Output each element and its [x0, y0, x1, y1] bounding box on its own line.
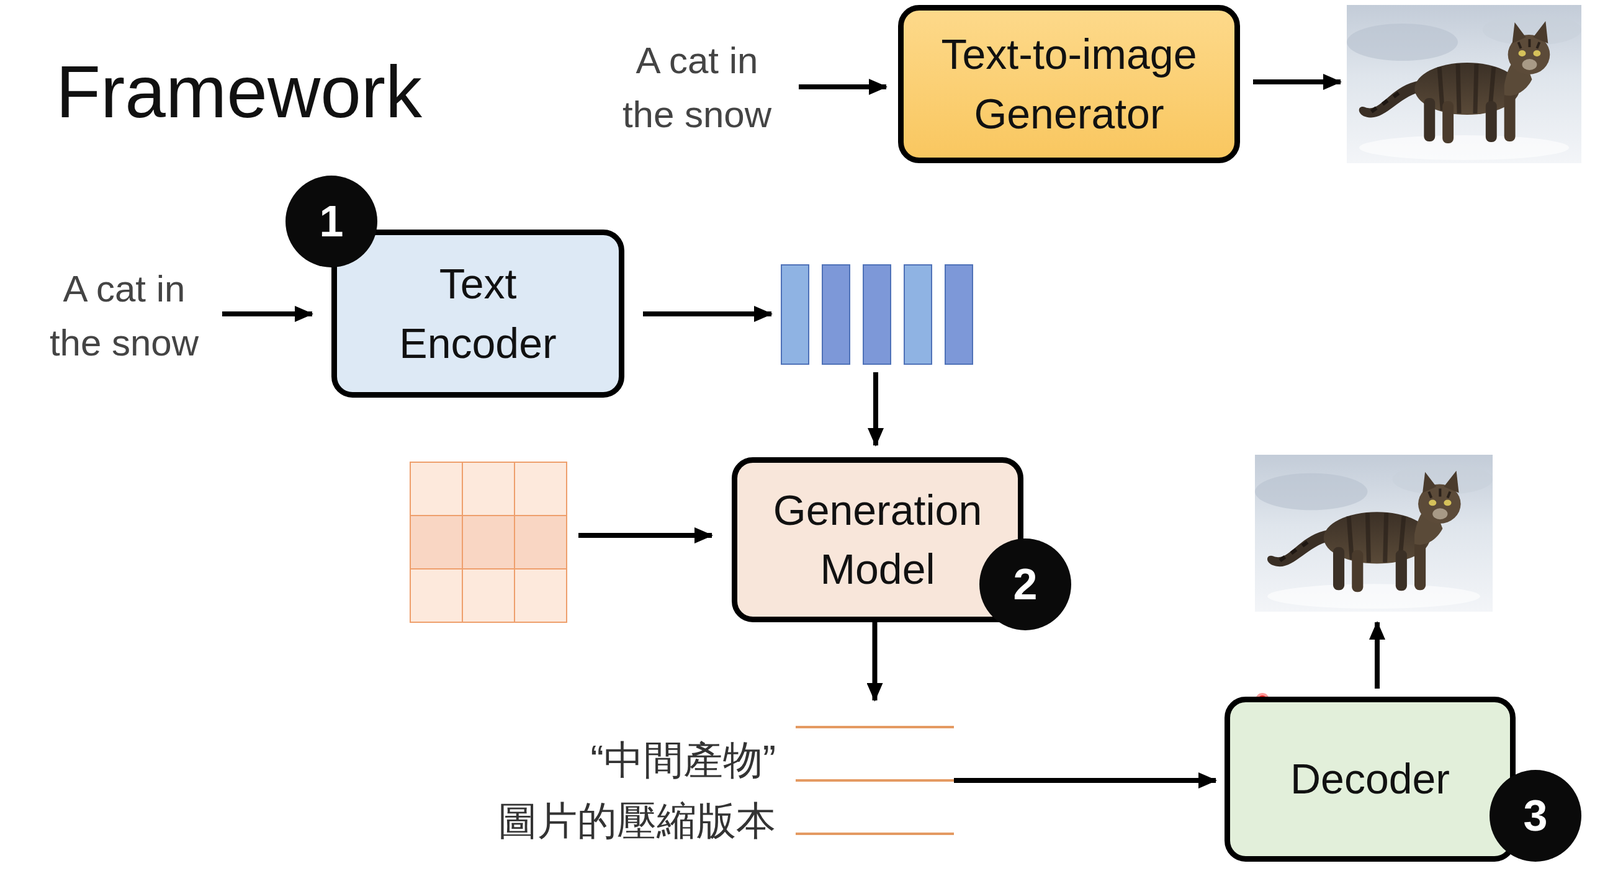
- callout-text: 1: [319, 196, 344, 247]
- generation-box: Generation Model: [731, 457, 1024, 623]
- box-text: Text Encoder: [380, 254, 576, 373]
- grid-cell: [901, 726, 954, 729]
- arrow: [798, 84, 887, 90]
- grid-cell: [848, 726, 902, 729]
- latent-grid: “中間產物”圖片的壓縮版本: [795, 700, 954, 861]
- grid-cell: [795, 832, 849, 836]
- node-text: Text-to-image Generator: [922, 24, 1216, 143]
- arrow: [873, 372, 879, 446]
- cat-image: [1254, 454, 1493, 612]
- grid-cell: [848, 779, 902, 783]
- flow-arrows: [222, 81, 1378, 689]
- arrow: [578, 533, 712, 539]
- arrow: [642, 311, 772, 317]
- box-text: Generation Model: [762, 480, 994, 599]
- node-text: Generation Model: [762, 480, 994, 599]
- callout-number: 1: [285, 175, 378, 268]
- arrow: [222, 311, 313, 317]
- arrow: [1253, 79, 1341, 85]
- callout-number: 3: [1489, 770, 1582, 863]
- arrow: [1374, 622, 1380, 689]
- diagram-title: Framework: [55, 48, 423, 137]
- flow-arrow: [953, 778, 1216, 784]
- decoder-box: Decoder: [1224, 696, 1516, 863]
- generator-box: Text-to-image Generator: [898, 4, 1241, 164]
- encoder-box: Text Encoder: [331, 229, 625, 398]
- callout-text: 2: [1013, 559, 1038, 610]
- grid-cell: [795, 779, 849, 783]
- noise-grid: [410, 462, 567, 623]
- callout-text: 3: [1523, 791, 1548, 841]
- grid-cell: [848, 832, 902, 836]
- cat-image: [1346, 4, 1582, 164]
- callout-number: 2: [979, 538, 1072, 631]
- prompt-text: A cat in the snow: [610, 33, 784, 142]
- grid-cell: [901, 832, 954, 836]
- node-text: Decoder: [1290, 749, 1450, 809]
- prompt-text: A cat in the snow: [37, 261, 212, 370]
- grid-caption: “中間產物”圖片的壓縮版本: [497, 729, 776, 852]
- box-text: Text-to-image Generator: [922, 24, 1216, 143]
- grid-cell: [795, 726, 849, 729]
- caption-text: 圖片的壓縮版本: [497, 790, 776, 852]
- flow-arrow: [872, 622, 878, 701]
- node-text: Text Encoder: [380, 254, 576, 373]
- box-text: Decoder: [1290, 749, 1450, 809]
- grid-cell: [901, 779, 954, 783]
- caption-text: “中間產物”: [497, 729, 776, 791]
- embedding-vector: [781, 265, 973, 365]
